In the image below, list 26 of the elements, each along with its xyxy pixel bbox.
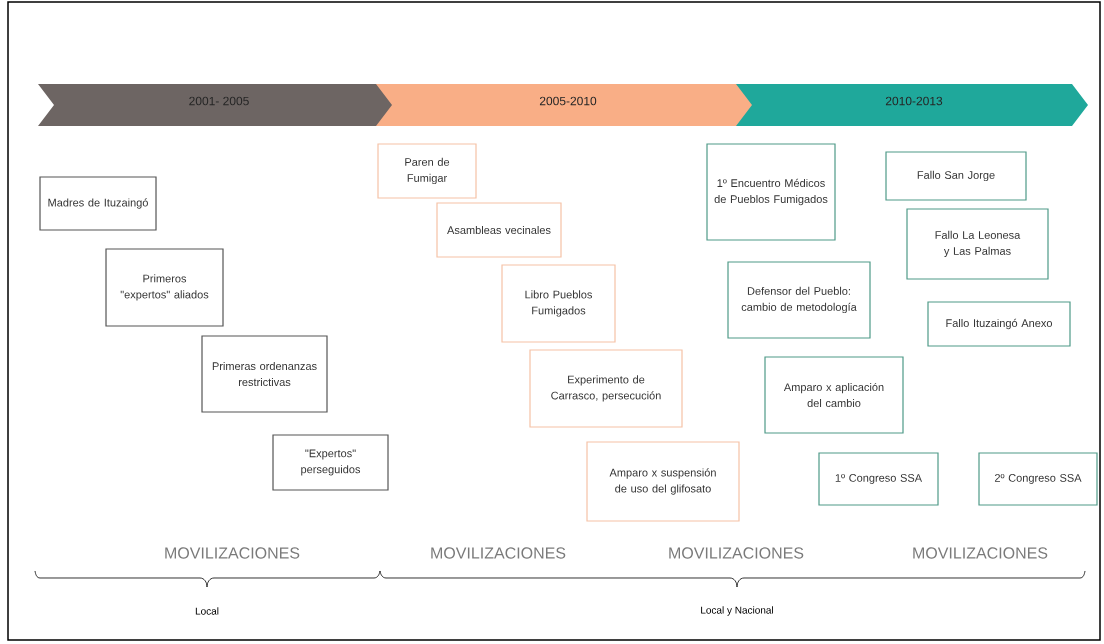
event-box: Asambleas vecinales [436, 202, 562, 258]
event-box: Libro Pueblos Fumigados [501, 264, 616, 343]
timeline-band: 2005-2010 [376, 84, 756, 126]
event-box: Amparo x suspensión de uso del glifosato [586, 441, 740, 522]
event-box: Madres de Ituzaingó [39, 176, 157, 231]
event-box: 1º Congreso SSA [818, 452, 939, 506]
event-box: Paren de Fumigar [377, 143, 477, 199]
phase-label: MOVILIZACIONES [669, 547, 804, 559]
phase-label: MOVILIZACIONES [165, 547, 300, 559]
event-box: 2º Congreso SSA [978, 452, 1098, 506]
event-box: Fallo La Leonesa y Las Palmas [906, 208, 1049, 280]
event-box: "Expertos" perseguidos [272, 434, 389, 491]
event-box: Amparo x aplicación del cambio [764, 356, 904, 434]
phase-label: MOVILIZACIONES [431, 547, 566, 559]
event-box: Defensor del Pueblo: cambio de metodología [727, 261, 871, 339]
scope-label: Local [195, 607, 219, 615]
event-box: Primeras ordenanzas restrictivas [201, 335, 328, 413]
event-box: Fallo San Jorge [885, 151, 1027, 201]
event-box: Primeros "expertos" aliados [105, 248, 224, 327]
timeline-band: 2001- 2005 [38, 84, 396, 126]
event-box: 1º Encuentro Médicos de Pueblos Fumigados [706, 143, 836, 241]
phase-label: MOVILIZACIONES [913, 547, 1048, 559]
event-box: Fallo Ituzaingó Anexo [927, 301, 1071, 347]
timeline-band: 2010-2013 [736, 84, 1088, 126]
event-box: Experimento de Carrasco, persecución [529, 349, 683, 428]
scope-label: Local y Nacional [701, 606, 773, 616]
